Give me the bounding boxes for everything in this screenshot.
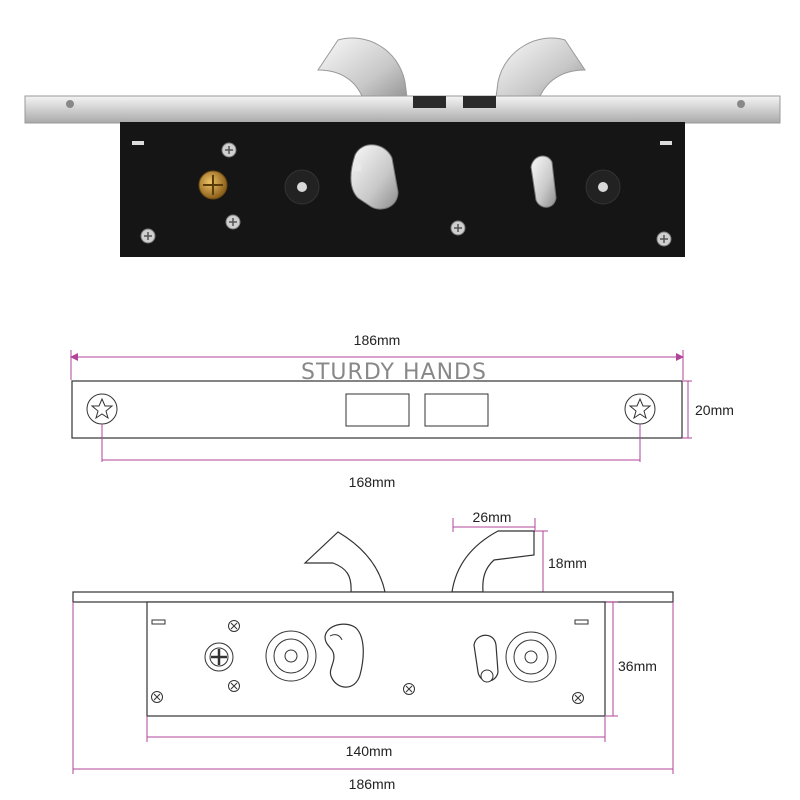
side-view-drawing: 26mm 18mm [72, 509, 674, 792]
faceplate-slot-left [413, 96, 446, 108]
faceplate-drawing: 186mm STURDY HANDS 168mm 20mm [70, 332, 734, 490]
photo-screws [140, 142, 672, 247]
faceplate-latch-slot-right [424, 393, 489, 427]
lock-photo [24, 37, 781, 257]
faceplate-slot-right [463, 96, 496, 108]
faceplate-width-label: 186mm [354, 332, 401, 348]
left-hook-photo [317, 37, 409, 106]
side-faceplate-outline [72, 591, 674, 603]
side-overall-width-label: 186mm [349, 776, 396, 792]
faceplate-photo [24, 95, 781, 124]
right-cam-photo [530, 155, 557, 208]
hole-spacing-label: 168mm [349, 474, 396, 490]
side-spindle-hub-right [505, 631, 557, 683]
right-hook-photo [494, 37, 586, 106]
torx-screw-right-icon [624, 393, 656, 425]
photo-spindle-hubs [284, 169, 621, 205]
hook-height-label: 18mm [548, 555, 587, 571]
side-spindle-hub-left [265, 630, 317, 682]
body-height-label: 36mm [618, 658, 657, 674]
cylinder-cross-icon [204, 642, 234, 672]
faceplate-screw-hole-right [737, 100, 745, 108]
right-hook-outline [451, 530, 535, 593]
left-hook-outline [303, 531, 386, 593]
faceplate-height-label: 20mm [695, 402, 734, 418]
torx-screw-left-icon [86, 393, 118, 425]
hook-width-label: 26mm [473, 509, 512, 525]
left-cam-photo [350, 144, 399, 210]
body-width-label: 140mm [346, 743, 393, 759]
faceplate-screw-hole-left [66, 100, 74, 108]
faceplate-latch-slot-left [345, 393, 410, 427]
side-cam-left [324, 623, 364, 688]
